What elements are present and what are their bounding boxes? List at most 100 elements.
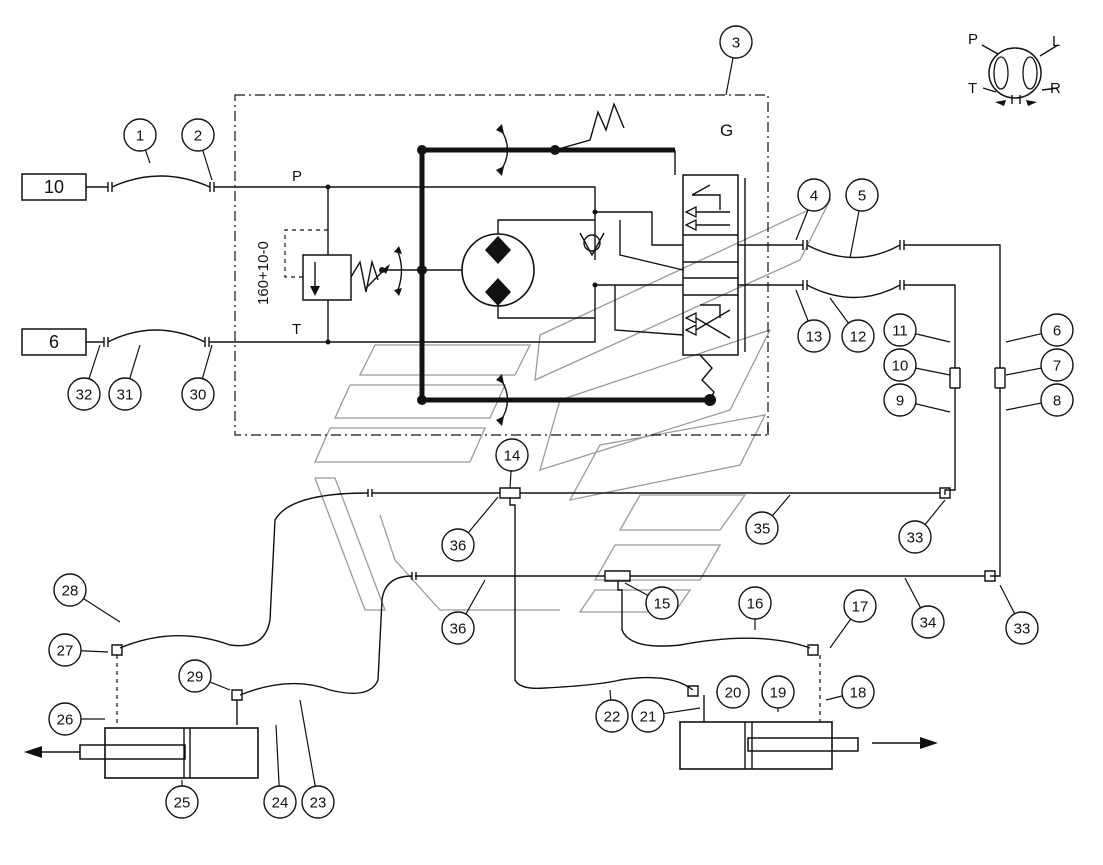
callout-number: 8 xyxy=(1053,393,1061,410)
callout-number: 33 xyxy=(1014,621,1031,638)
control-linkage-frame xyxy=(417,101,716,426)
pressure-port-label: P xyxy=(292,168,302,185)
callout-33: 33 xyxy=(898,499,946,554)
callout-circle xyxy=(67,377,101,411)
watermark-logo xyxy=(314,198,832,613)
callout-number: 7 xyxy=(1053,358,1061,375)
callout-leader xyxy=(465,579,486,615)
callout-21: 21 xyxy=(631,699,701,733)
callout-circle xyxy=(645,586,679,620)
callout-33: 33 xyxy=(999,584,1039,645)
callout-circle xyxy=(1040,313,1074,347)
callout-number: 34 xyxy=(920,615,937,632)
callout-number: 32 xyxy=(76,387,93,404)
callout-17: 17 xyxy=(829,589,877,649)
callout-number: 15 xyxy=(654,596,671,613)
callout-24: 24 xyxy=(263,724,297,819)
callout-circle xyxy=(797,178,831,212)
callout-leader xyxy=(663,707,701,715)
callout-circle xyxy=(898,520,932,554)
callout-number: 18 xyxy=(850,685,867,702)
callout-34: 34 xyxy=(904,577,945,639)
callout-leader xyxy=(1005,367,1042,376)
callout-number: 28 xyxy=(62,583,79,600)
callout-number: 25 xyxy=(174,795,191,812)
callout-number: 16 xyxy=(747,596,764,613)
callout-leader xyxy=(829,297,849,324)
callout-circle xyxy=(797,319,831,353)
callout-number: 17 xyxy=(852,599,869,616)
callout-10: 10 xyxy=(883,348,951,382)
callout-36: 36 xyxy=(441,496,499,562)
callout-number: 5 xyxy=(858,188,866,205)
callout-circle xyxy=(108,377,142,411)
callout-25: 25 xyxy=(165,780,199,819)
callout-circle xyxy=(181,377,215,411)
tank-port-label: T xyxy=(292,321,301,338)
callout-number: 21 xyxy=(640,709,657,726)
callout-number: 12 xyxy=(850,329,867,346)
callout-2: 2 xyxy=(181,118,215,181)
callout-leader xyxy=(275,724,280,787)
callout-circle xyxy=(841,675,875,709)
tank-return-label: 6 xyxy=(49,332,59,352)
check-valve xyxy=(579,209,605,288)
callout-number: 4 xyxy=(810,188,818,205)
callout-leader xyxy=(299,699,316,787)
callout-circle xyxy=(883,383,917,417)
callout-1: 1 xyxy=(123,118,157,164)
callout-leader xyxy=(904,577,922,609)
callout-circle xyxy=(911,605,945,639)
port-legend xyxy=(981,44,1059,106)
right-cylinder xyxy=(679,721,938,770)
callout-leader xyxy=(609,689,612,701)
callout-16: 16 xyxy=(738,586,772,630)
legend-r-label: R xyxy=(1050,80,1061,97)
callout-29: 29 xyxy=(178,659,231,693)
callout-22: 22 xyxy=(595,689,629,733)
callout-circle xyxy=(53,573,87,607)
callout-number: 11 xyxy=(892,323,908,340)
callout-leader xyxy=(129,344,141,379)
callout-circle xyxy=(1005,611,1039,645)
callout-circle xyxy=(883,348,917,382)
left-cylinder xyxy=(24,727,259,779)
callout-circle xyxy=(263,785,297,819)
callout-36: 36 xyxy=(441,579,486,645)
callout-14: 14 xyxy=(495,438,529,489)
callout-23: 23 xyxy=(299,699,335,819)
inlet-hoses xyxy=(86,175,596,347)
callout-number: 31 xyxy=(117,387,134,404)
callout-3: 3 xyxy=(719,25,753,96)
callout-number: 30 xyxy=(190,387,207,404)
directional-valve xyxy=(595,174,803,435)
callout-circle xyxy=(883,313,917,347)
legend-l-label: L xyxy=(1052,33,1060,50)
callout-20: 20 xyxy=(716,675,750,709)
callout-circle xyxy=(843,589,877,623)
callout-leader xyxy=(849,210,860,259)
callout-12: 12 xyxy=(829,297,875,353)
callout-leader xyxy=(83,598,121,623)
callout-leader xyxy=(771,494,791,517)
callout-number: 35 xyxy=(754,521,771,538)
callout-leader xyxy=(509,470,512,489)
callout-circle xyxy=(595,699,629,733)
callout-circle xyxy=(301,785,335,819)
callout-leader xyxy=(915,403,951,413)
callout-leader xyxy=(1005,402,1042,411)
callout-19: 19 xyxy=(761,675,795,712)
callout-5: 5 xyxy=(845,178,879,259)
callout-number: 29 xyxy=(187,669,204,686)
callout-leader xyxy=(80,650,109,653)
callout-number: 10 xyxy=(892,358,909,375)
callout-circle xyxy=(441,611,475,645)
callout-11: 11 xyxy=(883,313,951,347)
callout-leader xyxy=(88,344,101,379)
pump-source-label: 10 xyxy=(44,177,64,197)
callout-leader xyxy=(202,150,213,181)
callout-leader xyxy=(467,496,499,534)
callout-circle xyxy=(441,528,475,562)
callout-leader xyxy=(624,582,649,596)
